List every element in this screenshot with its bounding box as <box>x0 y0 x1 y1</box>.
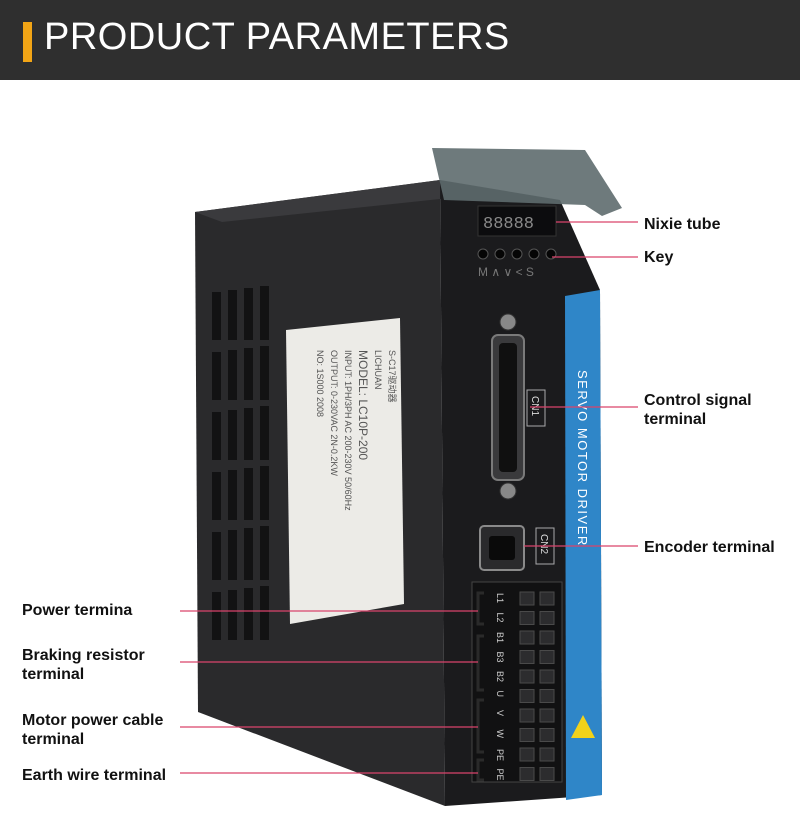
terminal-screw[interactable] <box>539 611 555 625</box>
terminal-screw[interactable] <box>519 767 535 781</box>
terminal-label-7: W <box>495 730 505 739</box>
terminal-label-8: PE <box>495 749 505 761</box>
nameplate-model: MODEL: LC10P-200 <box>356 350 370 460</box>
terminal-label-6: V <box>495 710 505 716</box>
terminal-label-4: B2 <box>495 671 505 682</box>
key-down[interactable] <box>511 248 523 260</box>
warning-icon <box>571 715 595 738</box>
nixie-display-digits: 88888 <box>483 215 534 234</box>
vent-slots <box>212 286 269 640</box>
terminal-screw[interactable] <box>519 747 535 762</box>
terminal-screw[interactable] <box>539 669 555 684</box>
terminal-label-2: B1 <box>495 632 505 643</box>
header-banner: PRODUCT PARAMETERS <box>0 0 800 80</box>
side-stripe <box>565 290 602 800</box>
terminal-screw[interactable] <box>519 689 535 703</box>
terminal-screw[interactable] <box>539 747 555 762</box>
terminal-screw[interactable] <box>519 708 535 723</box>
callout-braking-resistor: Braking resistor terminal <box>22 647 145 683</box>
key-up[interactable] <box>494 248 506 260</box>
terminal-label-3: B3 <box>495 652 505 663</box>
leader-lines <box>180 221 638 774</box>
terminal-label-5: U <box>495 691 505 698</box>
nameplate-serial: NO: 1S000 2008 <box>315 350 325 417</box>
cn1-label: CN1 <box>529 396 540 416</box>
cn2-connector <box>479 525 525 571</box>
terminal-screw[interactable] <box>539 650 555 664</box>
display-cover <box>432 148 622 216</box>
terminal-screw[interactable] <box>519 728 535 742</box>
terminal-screw[interactable] <box>539 630 555 645</box>
terminal-screw[interactable] <box>539 767 555 781</box>
cn1-connector <box>491 313 525 500</box>
terminal-screw[interactable] <box>519 630 535 645</box>
terminal-screw[interactable] <box>519 611 535 625</box>
stripe-label: SERVO MOTOR DRIVER <box>575 370 590 547</box>
keypad <box>477 248 557 260</box>
terminal-screw[interactable] <box>519 650 535 664</box>
callout-motor-power-cable: Motor power cable terminal <box>22 712 164 748</box>
callout-power: Power termina <box>22 602 133 619</box>
terminal-label-9: PE <box>495 769 505 781</box>
callout-earth-wire: Earth wire terminal <box>22 767 167 784</box>
terminal-screw[interactable] <box>539 708 555 723</box>
callout-encoder: Encoder terminal <box>644 539 775 556</box>
nameplate-brand: LICHUAN <box>373 350 383 390</box>
nixie-display <box>477 205 557 237</box>
nameplate-sticker: LICHUAN MODEL: LC10P-200 INPUT: 1PH/3PH … <box>286 318 404 624</box>
callout-control-signal: Control signal terminal <box>644 392 752 428</box>
key-labels: M ∧ ∨ < S <box>478 265 534 279</box>
terminal-label-1: L2 <box>495 613 505 623</box>
terminal-group-brackets <box>476 591 484 782</box>
key-left[interactable] <box>528 248 540 260</box>
terminal-screw[interactable] <box>539 591 555 606</box>
nameplate-output: OUTPUT: 0-230VAC 2N-0.2KW <box>329 350 339 476</box>
terminal-screw[interactable] <box>539 728 555 742</box>
terminal-screw[interactable] <box>539 689 555 703</box>
terminal-screw[interactable] <box>519 591 535 606</box>
nameplate-input: INPUT: 1PH/3PH AC 200-230V 50/60Hz <box>343 350 353 511</box>
driver-top-edge <box>195 180 468 222</box>
page-title: PRODUCT PARAMETERS <box>44 16 510 58</box>
key-m[interactable] <box>477 248 489 260</box>
callout-key: Key <box>644 249 674 266</box>
nameplate-tag: S-C17驱动器 <box>387 350 397 403</box>
cn1-tag <box>526 389 546 427</box>
terminal-screw[interactable] <box>519 669 535 684</box>
cn2-label: CN2 <box>538 534 549 554</box>
terminal-label-0: L1 <box>495 593 505 603</box>
callout-nixie-tube: Nixie tube <box>644 216 721 233</box>
terminal-screws <box>519 591 555 781</box>
header-accent-bar <box>23 22 32 62</box>
